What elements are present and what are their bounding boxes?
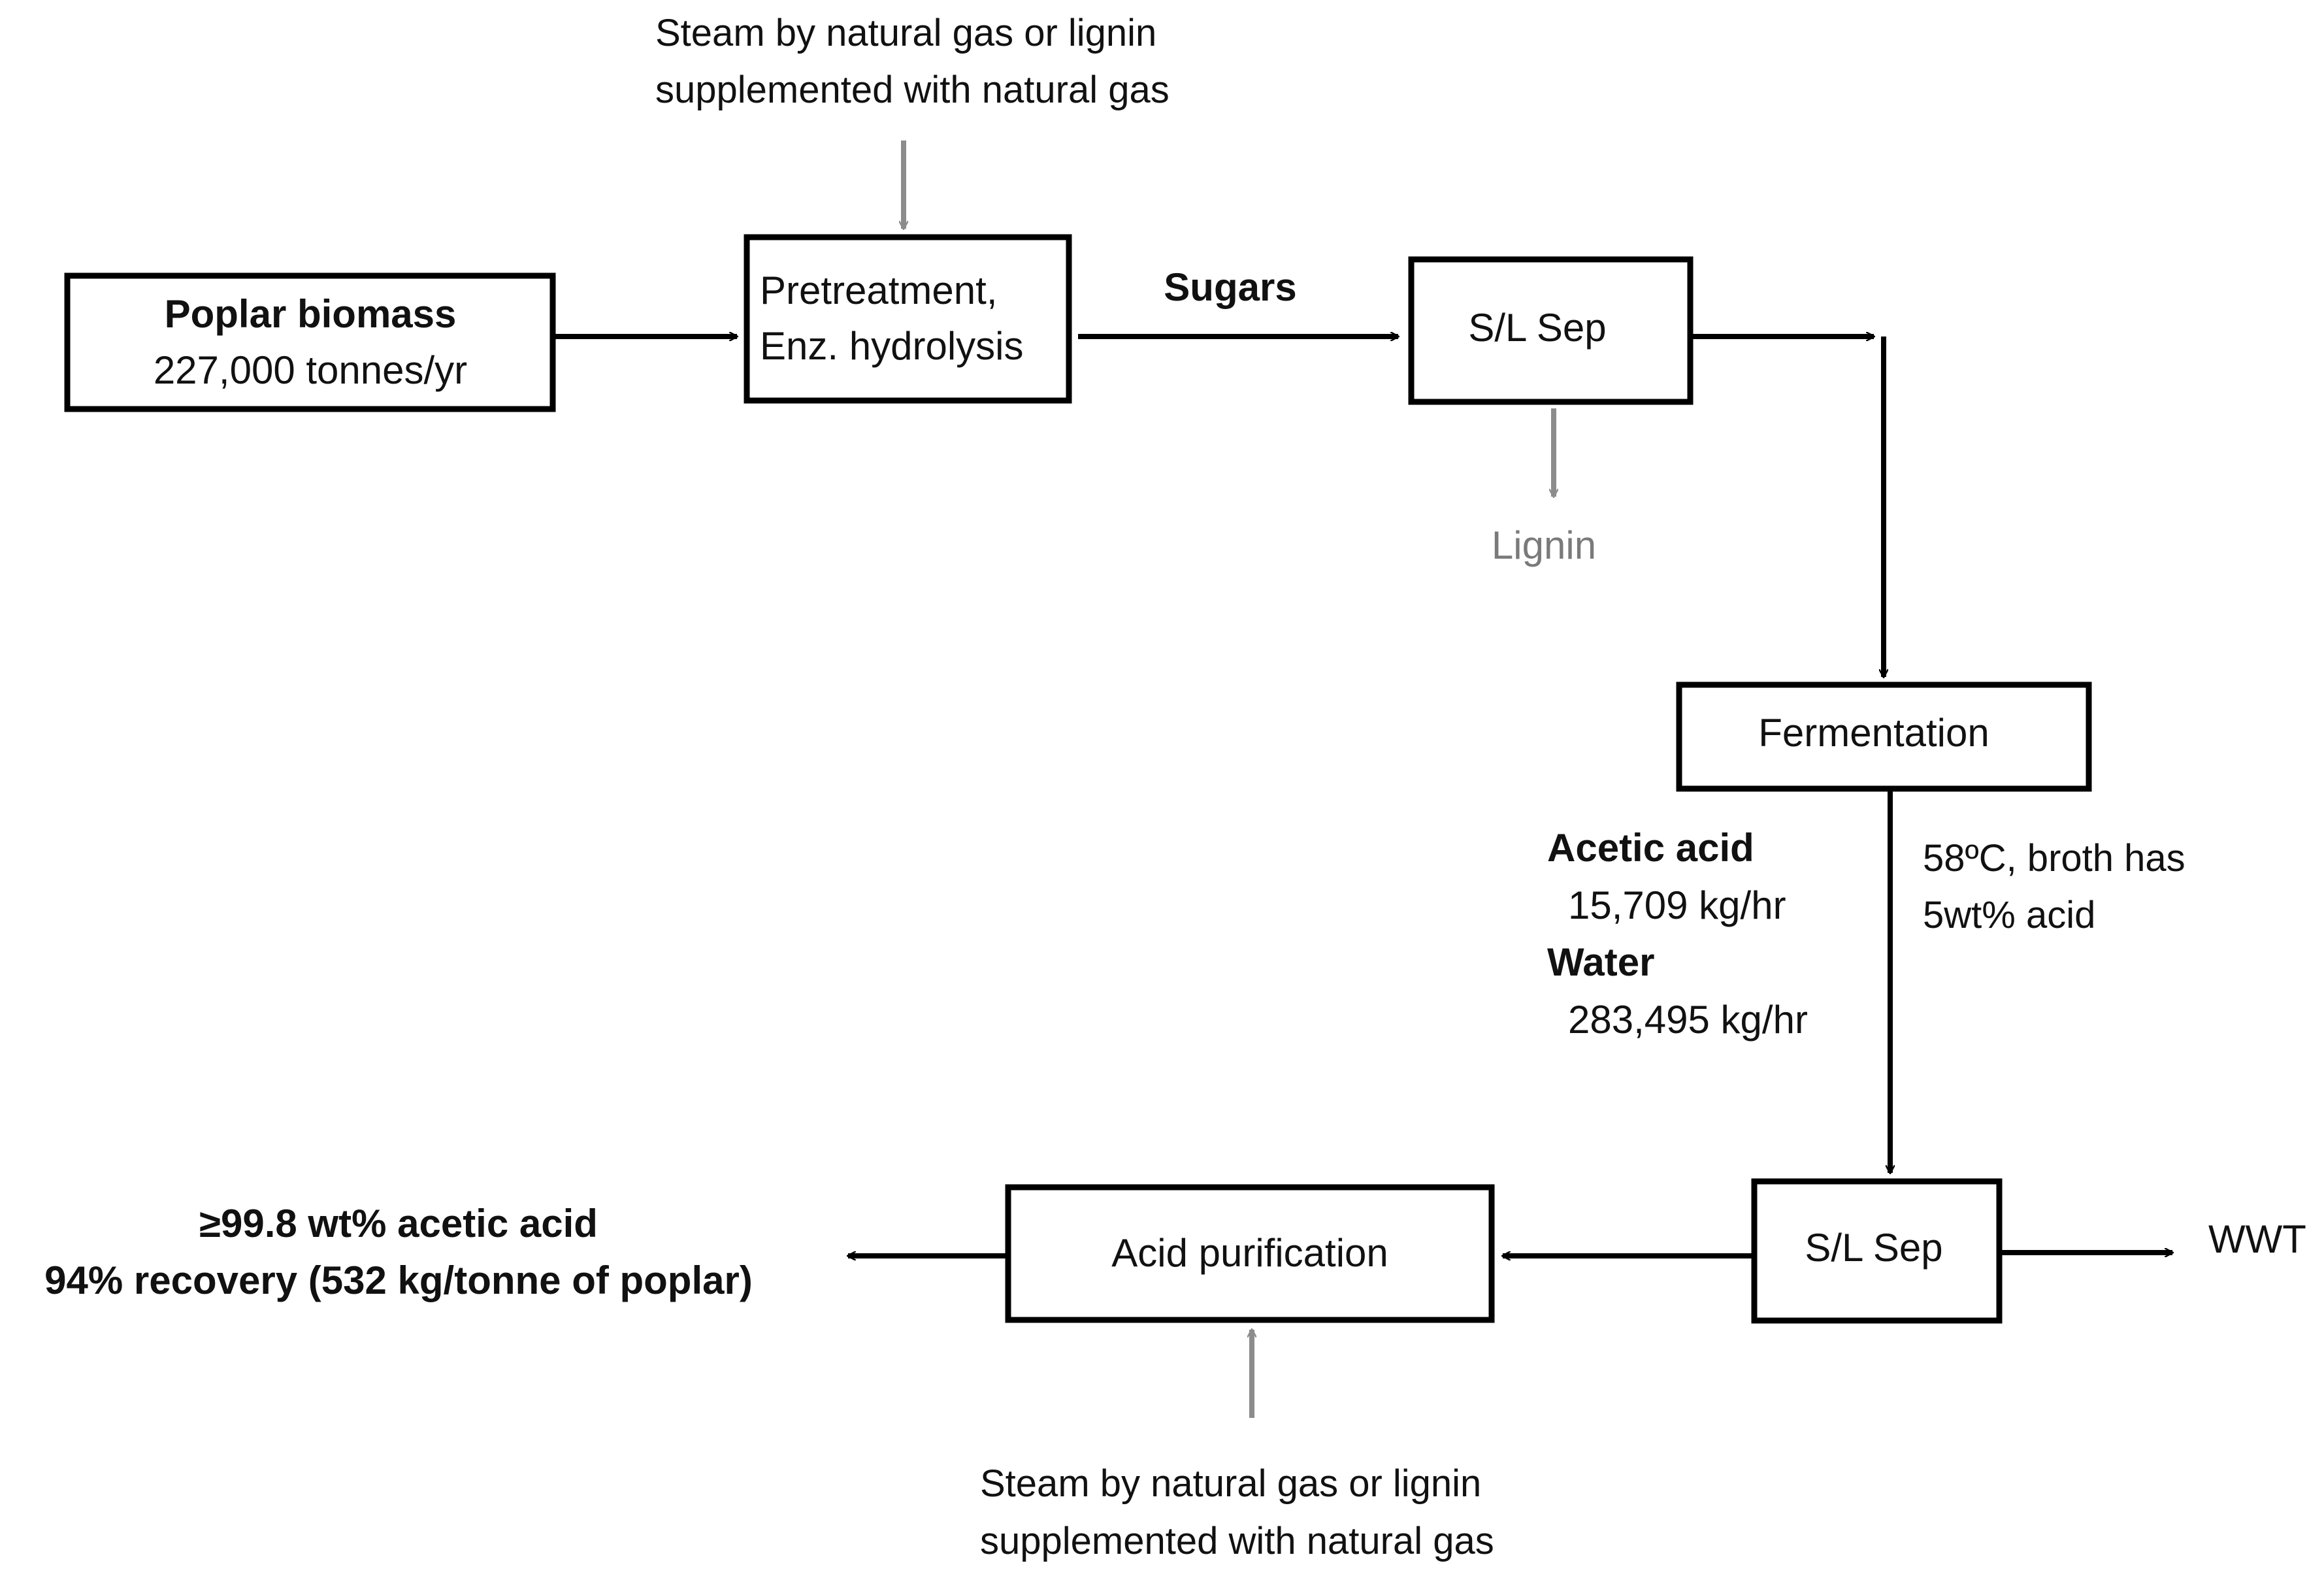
acetic-acid-label: Acetic acid bbox=[1547, 826, 1754, 870]
sl-sep-top-box bbox=[1408, 256, 1694, 405]
wwt-label: WWT bbox=[2208, 1217, 2306, 1261]
pretreatment-label-line2: Enz. hydrolysis bbox=[760, 324, 1023, 368]
broth-note-line1: 58ºC, broth has bbox=[1923, 837, 2185, 879]
acid-purification-label: Acid purification bbox=[1111, 1231, 1388, 1275]
fermentation-box bbox=[1676, 682, 2092, 792]
product-spec-line1: ≥99.8 wt% acetic acid bbox=[199, 1202, 598, 1245]
water-label: Water bbox=[1547, 940, 1654, 984]
sl-sep-top-label: S/L Sep bbox=[1468, 306, 1606, 350]
water-rate: 283,495 kg/hr bbox=[1568, 998, 1808, 1042]
pretreatment-box bbox=[744, 234, 1072, 404]
sl-sep-bottom-label: S/L Sep bbox=[1805, 1226, 1942, 1270]
broth-note-line2: 5wt% acid bbox=[1923, 894, 2095, 936]
fermentation-label: Fermentation bbox=[1758, 711, 1989, 755]
acid-purification-box bbox=[1005, 1184, 1495, 1323]
top-steam-note-line2: supplemented with natural gas bbox=[655, 69, 1170, 111]
poplar-biomass-title: Poplar biomass bbox=[165, 292, 457, 336]
bottom-steam-note-line1: Steam by natural gas or lignin bbox=[980, 1462, 1481, 1505]
product-spec-line2: 94% recovery (532 kg/tonne of poplar) bbox=[44, 1258, 753, 1302]
bottom-steam-note-line2: supplemented with natural gas bbox=[980, 1520, 1494, 1562]
pretreatment-label-line1: Pretreatment, bbox=[760, 269, 998, 312]
sugars-label: Sugars bbox=[1164, 265, 1296, 309]
sl-sep-bottom-box bbox=[1751, 1178, 2003, 1324]
top-steam-note-line1: Steam by natural gas or lignin bbox=[655, 12, 1156, 54]
lignin-label: Lignin bbox=[1492, 523, 1596, 567]
acetic-acid-rate: 15,709 kg/hr bbox=[1568, 883, 1786, 927]
poplar-biomass-rate: 227,000 tonnes/yr bbox=[154, 348, 467, 392]
poplar-biomass-box bbox=[64, 272, 556, 412]
